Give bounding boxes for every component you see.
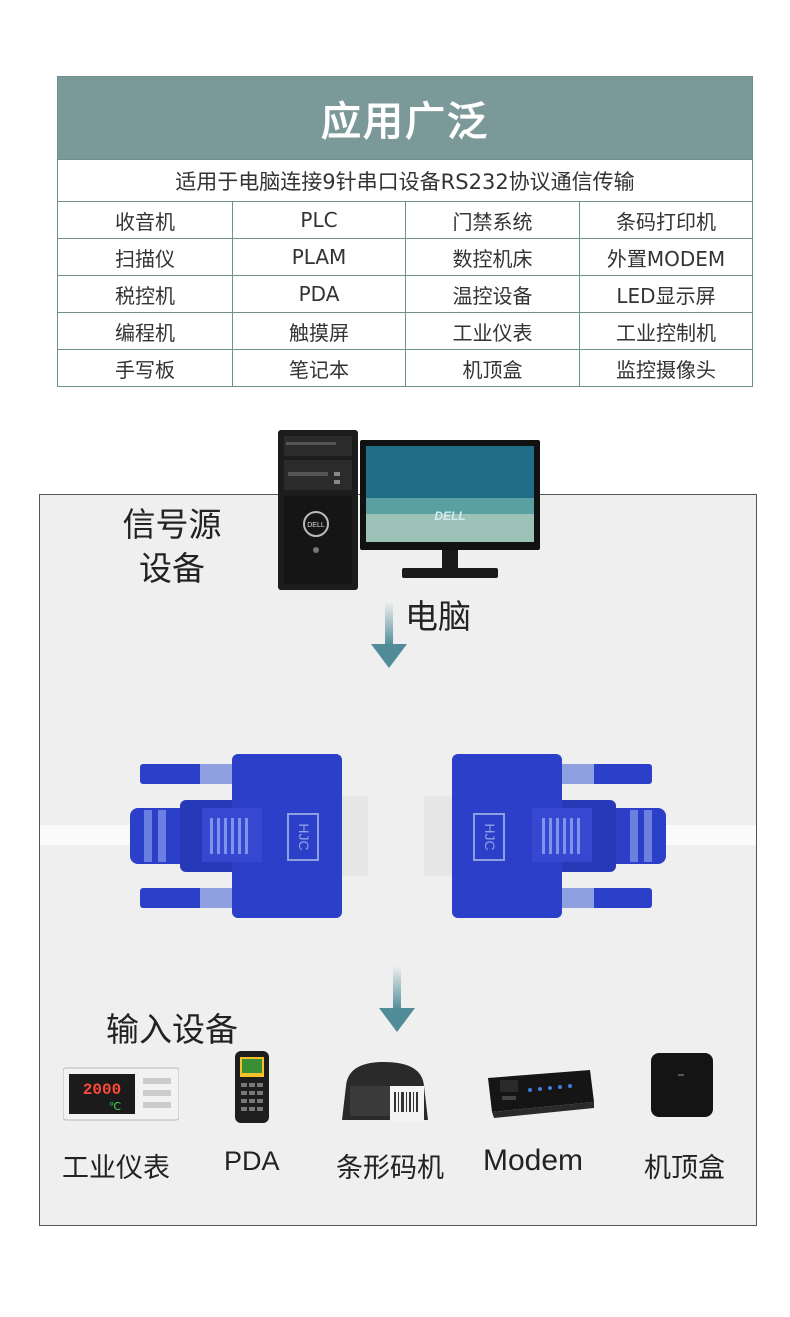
computer-label: 电脑 [405,597,471,636]
table-cell: 笔记本 [233,349,406,386]
meter-unit: ℃ [109,1101,121,1113]
table-title: 应用广泛 [58,77,752,159]
table-subtitle: 适用于电脑连接9针串口设备RS232协议通信传输 [58,159,752,201]
table-cell: 门禁系统 [406,201,580,238]
application-grid: 收音机 PLC 门禁系统 条码打印机 扫描仪 PLAM 数控机床 外置MODEM… [58,201,752,386]
female-connector: HJC [424,754,666,918]
device-label-settopbox: 机顶盒 [644,1153,725,1184]
device-label-instrument: 工业仪表 [62,1153,170,1184]
table-cell: 温控设备 [406,275,580,312]
tower-logo: DELL [307,522,325,529]
table-cell: 税控机 [58,275,233,312]
temperature-controller-icon: 2000 ℃ [63,1067,179,1121]
table-cell: 扫描仪 [58,238,233,275]
connector-logo-right: HJC [482,823,498,850]
device-label-modem: Modem [483,1144,584,1177]
input-devices-label: 输入设备 [106,1010,238,1049]
barcode-printer-icon [342,1062,428,1122]
table-cell: PLAM [233,238,406,275]
table-cell: 外置MODEM [580,238,752,275]
connector-logo-left: HJC [296,823,312,850]
monitor-logo: DELL [434,509,465,523]
table-cell: 工业控制机 [580,312,752,349]
table-cell: 编程机 [58,312,233,349]
table-cell: 工业仪表 [406,312,580,349]
table-cell: 触摸屏 [233,312,406,349]
serial-cable-connectors: HJC HJC [40,754,756,918]
table-cell: 条码打印机 [580,201,752,238]
device-label-pda: PDA [224,1146,280,1176]
modem-icon [488,1070,594,1118]
table-cell: LED显示屏 [580,275,752,312]
signal-source-line2: 设备 [139,549,205,588]
table-cell: 监控摄像头 [580,349,752,386]
male-connector: HJC [130,754,368,918]
meter-value: 2000 [83,1081,121,1099]
pda-icon [235,1051,269,1123]
signal-source-label: 信号源 设备 [112,503,232,591]
application-table: 应用广泛 适用于电脑连接9针串口设备RS232协议通信传输 收音机 PLC 门禁… [57,76,753,387]
table-cell: 收音机 [58,201,233,238]
device-label-barcode: 条形码机 [336,1153,444,1184]
table-cell: 数控机床 [406,238,580,275]
down-arrow-icon [371,602,407,668]
signal-source-line1: 信号源 [122,505,222,544]
table-cell: PLC [233,201,406,238]
set-top-box-icon [651,1053,713,1117]
table-cell: PDA [233,275,406,312]
down-arrow-icon [379,966,415,1032]
table-cell: 机顶盒 [406,349,580,386]
table-cell: 手写板 [58,349,233,386]
computer-icon: DELL DELL [278,430,540,590]
